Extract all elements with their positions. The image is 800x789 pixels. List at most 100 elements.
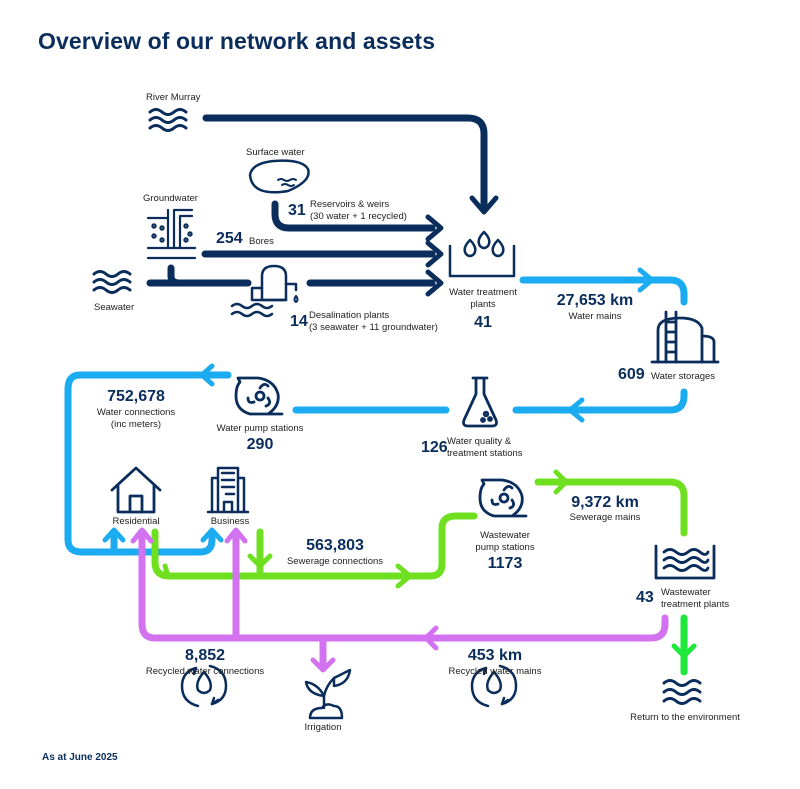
river-murray-waves-icon — [148, 108, 188, 132]
arrow-reservoir — [425, 214, 444, 242]
potable-pipes — [64, 276, 688, 556]
river-murray-pipe — [202, 114, 488, 212]
surface-water-pond-icon — [248, 159, 310, 194]
water-storages-label: Water storages — [651, 371, 716, 382]
wastewater-treatment-label-2: treatment plants — [661, 599, 730, 610]
wastewater-treatment-icon — [654, 544, 716, 580]
water-connections-value: 752,678 — [107, 388, 165, 405]
arrow-business-recycled — [224, 527, 248, 544]
recycled-connections-icon — [180, 664, 228, 708]
recycled-pipes — [138, 528, 669, 668]
water-mains-pipe — [519, 276, 688, 306]
storage-outflow-pipe — [512, 388, 688, 414]
recycled-connections-value: 8,852 — [184, 647, 226, 664]
water-connections-label-1: Water connections — [96, 407, 176, 418]
water-treatment-label-1: Water treatment — [449, 287, 517, 298]
connections-loop-pipe — [64, 371, 232, 556]
arrow-connections — [199, 363, 215, 387]
desalination-plant-icon — [230, 264, 299, 318]
water-connections-label-2: (inc meters) — [110, 419, 162, 430]
wastewater-pump-label-1: Wastewater — [480, 530, 530, 541]
sewerage-connections-pipe — [151, 512, 478, 580]
environment-waves-icon — [662, 679, 702, 705]
water-pump-value: 290 — [246, 436, 274, 453]
residential-label: Residential — [112, 516, 160, 527]
surface-water-label: Surface water — [246, 147, 305, 158]
arrow-river — [469, 195, 499, 215]
desalination-sublabel: (3 seawater + 11 groundwater) — [309, 322, 438, 333]
recycled-arrowheads — [130, 527, 439, 673]
water-quality-label-2: treatment stations — [447, 448, 523, 459]
recycled-mains-label: Recycled water mains — [448, 666, 542, 677]
arrow-irrigation — [310, 657, 336, 673]
potable-arrowheads — [102, 267, 655, 543]
arrow-desal — [425, 269, 444, 297]
arrow-business — [200, 527, 224, 543]
water-pump-label: Water pump stations — [216, 423, 304, 434]
source-pipes — [146, 114, 488, 287]
sewerage-connections-value: 563,803 — [306, 537, 364, 554]
sewerage-connections-label: Sewerage connections — [286, 556, 384, 567]
business-building-icon — [206, 466, 250, 514]
residential-house-icon — [110, 466, 162, 514]
bores-label: Bores — [249, 236, 274, 247]
sewerage-mains-value: 9,372 km — [571, 494, 639, 511]
arrow-business-sewer — [247, 553, 273, 569]
recycled-mains-pipe — [138, 528, 669, 642]
water-treatment-icon — [448, 230, 516, 278]
water-storages-value: 609 — [618, 366, 645, 383]
water-storage-tank-icon — [650, 310, 720, 364]
sewer-arrowheads — [162, 469, 569, 589]
seawater-label: Seawater — [94, 302, 135, 313]
arrow-residential-sewer — [162, 563, 171, 579]
wastewater-pump-icon — [478, 478, 528, 518]
page-title: Overview of our network and assets — [38, 28, 436, 54]
sewerage-mains-label: Sewerage mains — [569, 512, 641, 523]
wastewater-treatment-value: 43 — [636, 589, 654, 606]
wastewater-pump-value: 1173 — [487, 555, 523, 572]
wastewater-treatment-label-1: Wastewater — [661, 587, 711, 598]
bores-value: 254 — [216, 230, 243, 247]
reservoir-pipe — [271, 200, 436, 232]
recycled-mains-icon — [470, 664, 518, 708]
water-quality-value: 126 — [421, 439, 448, 456]
irrigation-plant-icon — [304, 668, 352, 720]
arrow-sewer-mains — [553, 469, 569, 495]
wastewater-pump-label-2: pump stations — [475, 542, 535, 553]
recycled-connections-label: Recycled water connections — [145, 666, 265, 677]
water-treatment-value: 41 — [474, 314, 492, 331]
arrow-storage-out — [567, 397, 585, 423]
desalination-label: Desalination plants — [309, 310, 390, 321]
reservoirs-label: Reservoirs & weirs — [310, 199, 390, 210]
arrow-sewer-connections — [395, 563, 413, 589]
arrow-environment — [671, 643, 697, 659]
water-pump-icon — [234, 376, 284, 416]
arrow-residential — [102, 527, 126, 543]
arrow-bores — [425, 240, 444, 268]
groundwater-label: Groundwater — [143, 193, 198, 204]
arrow-recycled-mains — [423, 625, 439, 651]
business-label: Business — [210, 516, 250, 527]
water-quality-label-1: Water quality & — [447, 436, 512, 447]
recycled-mains-value: 453 km — [467, 647, 523, 664]
sewerage-mains-pipe — [534, 478, 688, 537]
arrow-residential-recycled — [130, 527, 154, 544]
reservoirs-value: 31 — [288, 202, 306, 219]
as-at-date: As at June 2025 — [42, 752, 118, 763]
arrow-water-mains — [637, 267, 655, 293]
water-mains-label: Water mains — [568, 311, 622, 322]
water-quality-flask-icon — [462, 376, 498, 428]
water-mains-value: 27,653 km — [556, 292, 634, 309]
desalination-value: 14 — [290, 313, 308, 330]
water-treatment-label-2: plants — [470, 299, 496, 310]
seawater-waves-icon — [92, 270, 132, 294]
groundwater-tee — [167, 264, 184, 287]
reservoirs-sublabel: (30 water + 1 recycled) — [310, 211, 407, 222]
river-murray-label: River Murray — [146, 92, 201, 103]
irrigation-label: Irrigation — [304, 722, 342, 733]
sewer-pipes — [151, 478, 688, 580]
groundwater-aquifer-icon — [146, 208, 197, 260]
source-arrowheads — [425, 195, 499, 297]
environment-label: Return to the environment — [630, 712, 740, 723]
